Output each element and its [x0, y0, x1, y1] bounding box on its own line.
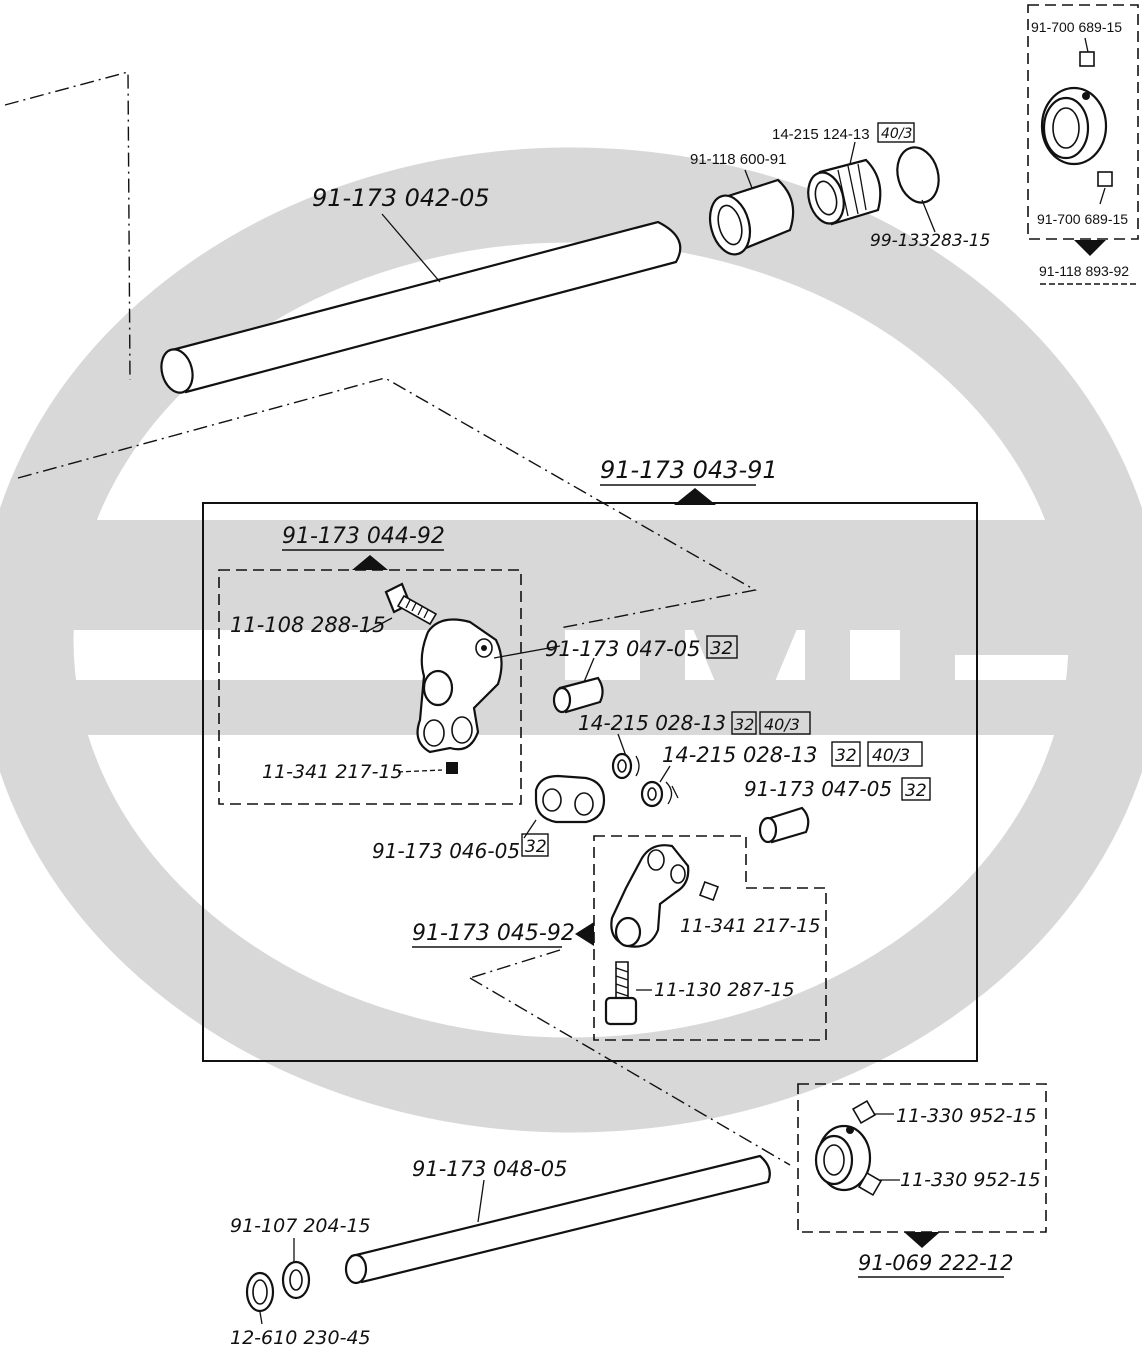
setscrew-collar-a [851, 1099, 877, 1125]
retaining-ring [245, 1271, 275, 1313]
label-crank-left-assy: 91-173 044-92 [282, 524, 445, 549]
upper-shaft [160, 220, 682, 394]
label-crank-right-assy: 91-173 045-92 [412, 921, 575, 946]
label-setscrew-collar-a: 11-330 952-15 [896, 1105, 1037, 1127]
washer [281, 1260, 311, 1300]
label-pin-upper-box: 32 [710, 638, 733, 659]
crank-left-box [218, 569, 522, 805]
label-lower-shaft: 91-173 048-05 [412, 1157, 567, 1181]
bearing-a [611, 752, 640, 780]
box-bearing-a-2 [759, 711, 811, 735]
leader-setscrew-bottom [1099, 187, 1106, 205]
triangle-crank-left-assy [352, 555, 388, 570]
label-setscrew-right: 11-341 217-15 [680, 915, 821, 937]
label-bearing-b-box1: 32 [835, 746, 857, 766]
needle-bearing [807, 158, 882, 226]
label-needle-bearing: 14-215 124-13 [772, 126, 870, 143]
box-bearing-b-1 [831, 741, 861, 767]
label-needle-bearing-box: 40/3 [881, 126, 912, 142]
label-crank-assy: 91-173 043-91 [600, 456, 778, 484]
crank-assy-frame [202, 502, 978, 1062]
triangle-collar-assy [1074, 240, 1106, 256]
leader-bushing [744, 169, 753, 189]
guide-line-top-left [4, 71, 131, 381]
label-link-box: 32 [525, 837, 547, 857]
leader-screw-left [365, 617, 393, 633]
bushing [708, 178, 795, 256]
leader-needle-bearing [849, 141, 856, 165]
setscrew-top [1079, 51, 1095, 67]
triangle-crank-right-assy [575, 922, 594, 946]
setscrew-left [446, 762, 458, 774]
watermark-letter-s [430, 520, 565, 735]
label-setscrew-bottom: 91-700 689-15 [1037, 211, 1128, 227]
setscrew-bottom [1097, 171, 1113, 187]
label-setscrew-left: 11-341 217-15 [262, 761, 403, 783]
link [534, 774, 606, 824]
crank-right-box [593, 835, 827, 1041]
pin-upper [552, 676, 604, 714]
label-pin-lower-box: 32 [905, 781, 927, 801]
label-screw-left: 11-108 288-15 [230, 613, 385, 637]
guide-line-lower [469, 977, 791, 1166]
label-bearing-a-box1: 32 [734, 715, 754, 734]
crank-left [416, 618, 503, 754]
screw-left [384, 582, 438, 626]
box-bearing-b-2 [867, 741, 923, 767]
bearing-b [640, 780, 679, 808]
leader-bearing-a [617, 733, 627, 757]
label-collar-lower-assy: 91-069 222-12 [858, 1251, 1013, 1275]
pin-lower [758, 806, 810, 844]
leader-setscrew-top [1084, 37, 1089, 53]
screw-right [604, 961, 638, 1026]
box-pin-upper [706, 635, 738, 659]
triangle-collar-lower-assy [904, 1232, 940, 1248]
box-pin-lower [901, 777, 931, 801]
label-collar-assy: 91-118 893-92 [1039, 263, 1129, 279]
label-bushing: 91-118 600-91 [690, 151, 786, 168]
label-washer: 91-107 204-15 [230, 1215, 371, 1237]
collar-top-right [1040, 86, 1108, 166]
label-pin-lower: 91-173 047-05 [744, 777, 892, 801]
leader-link [523, 819, 537, 839]
label-bearing-a-box2: 40/3 [764, 715, 800, 734]
leader-seal [921, 199, 936, 233]
label-setscrew-top: 91-700 689-15 [1031, 19, 1122, 35]
leader-setscrew-left [397, 769, 443, 773]
label-pin-upper: 91-173 047-05 [545, 637, 700, 661]
label-bearing-b-box2: 40/3 [872, 746, 910, 766]
leader-lower-shaft [477, 1179, 485, 1223]
guide-line-upper [17, 377, 757, 629]
watermark-ring [0, 147, 1142, 1133]
label-setscrew-collar-b: 11-330 952-15 [900, 1169, 1041, 1191]
watermark-letter-m [640, 520, 850, 735]
watermark-letter-f [900, 520, 1142, 735]
leader-bearing-b [659, 765, 671, 783]
label-retaining-ring: 12-610 230-45 [230, 1327, 371, 1349]
setscrew-right [699, 881, 719, 901]
label-bearing-a: 14-215 028-13 [578, 711, 726, 735]
crank-right [610, 844, 690, 948]
label-seal: 99-133283-15 [870, 231, 990, 251]
leader-pin-upper-part [583, 657, 595, 683]
collar-lower [814, 1124, 872, 1192]
label-bearing-b: 14-215 028-13 [662, 743, 817, 767]
leader-upper-shaft [381, 213, 441, 283]
box-needle-bearing [877, 122, 915, 143]
lower-shaft [344, 1154, 771, 1285]
box-link [521, 833, 549, 857]
leader-retaining-ring [259, 1311, 263, 1325]
box-bearing-a-1 [731, 711, 757, 735]
label-link: 91-173 046-05 [372, 839, 520, 863]
label-upper-shaft: 91-173 042-05 [312, 184, 490, 212]
leader-pin-upper [493, 645, 561, 659]
guide-line-crank-right [469, 949, 561, 979]
setscrew-collar-b [857, 1171, 883, 1197]
triangle-crank-assy [674, 488, 716, 505]
seal-ring [896, 146, 940, 204]
label-screw-right: 11-130 287-15 [654, 979, 795, 1001]
collar-assy-box [1027, 4, 1139, 240]
